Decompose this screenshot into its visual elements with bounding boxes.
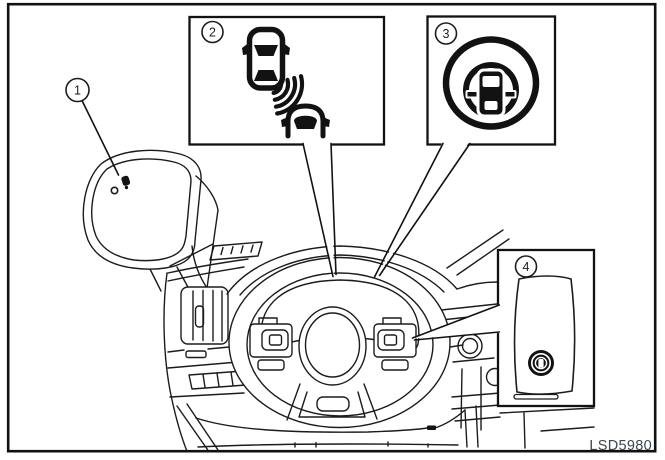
- steering-wheel-drawing: [228, 256, 464, 429]
- own-car-top-view-icon: [242, 26, 290, 91]
- callout-1-label: 1: [74, 84, 81, 98]
- dashboard-line-drawing: [82, 149, 595, 451]
- mirror-warning-light-icon: [110, 175, 131, 195]
- figure-code: LSD5980: [589, 438, 652, 454]
- callout-4-circle: [514, 255, 538, 278]
- approaching-car-front-view-icon: [281, 103, 330, 139]
- radar-waves-icon: [271, 74, 305, 116]
- callout-1-circle: [65, 77, 90, 103]
- vehicle-with-radar-waves-icon: [242, 26, 330, 139]
- leader-tails: [302, 141, 501, 341]
- warning-system-button-icon: [528, 350, 554, 376]
- side-air-vent-drawing: [180, 286, 229, 345]
- callout-2-circle: [201, 20, 224, 44]
- switch-panel-drawing: [513, 275, 576, 400]
- door-mirror-drawing: [82, 149, 219, 292]
- leader-line-1: [81, 99, 120, 176]
- callout-3-circle: [434, 22, 458, 45]
- callout-2-label: 2: [209, 25, 216, 39]
- callout-4-label: 4: [523, 260, 530, 274]
- car-in-circle-warning-icon: [442, 36, 540, 130]
- callout-3-label: 3: [443, 27, 450, 41]
